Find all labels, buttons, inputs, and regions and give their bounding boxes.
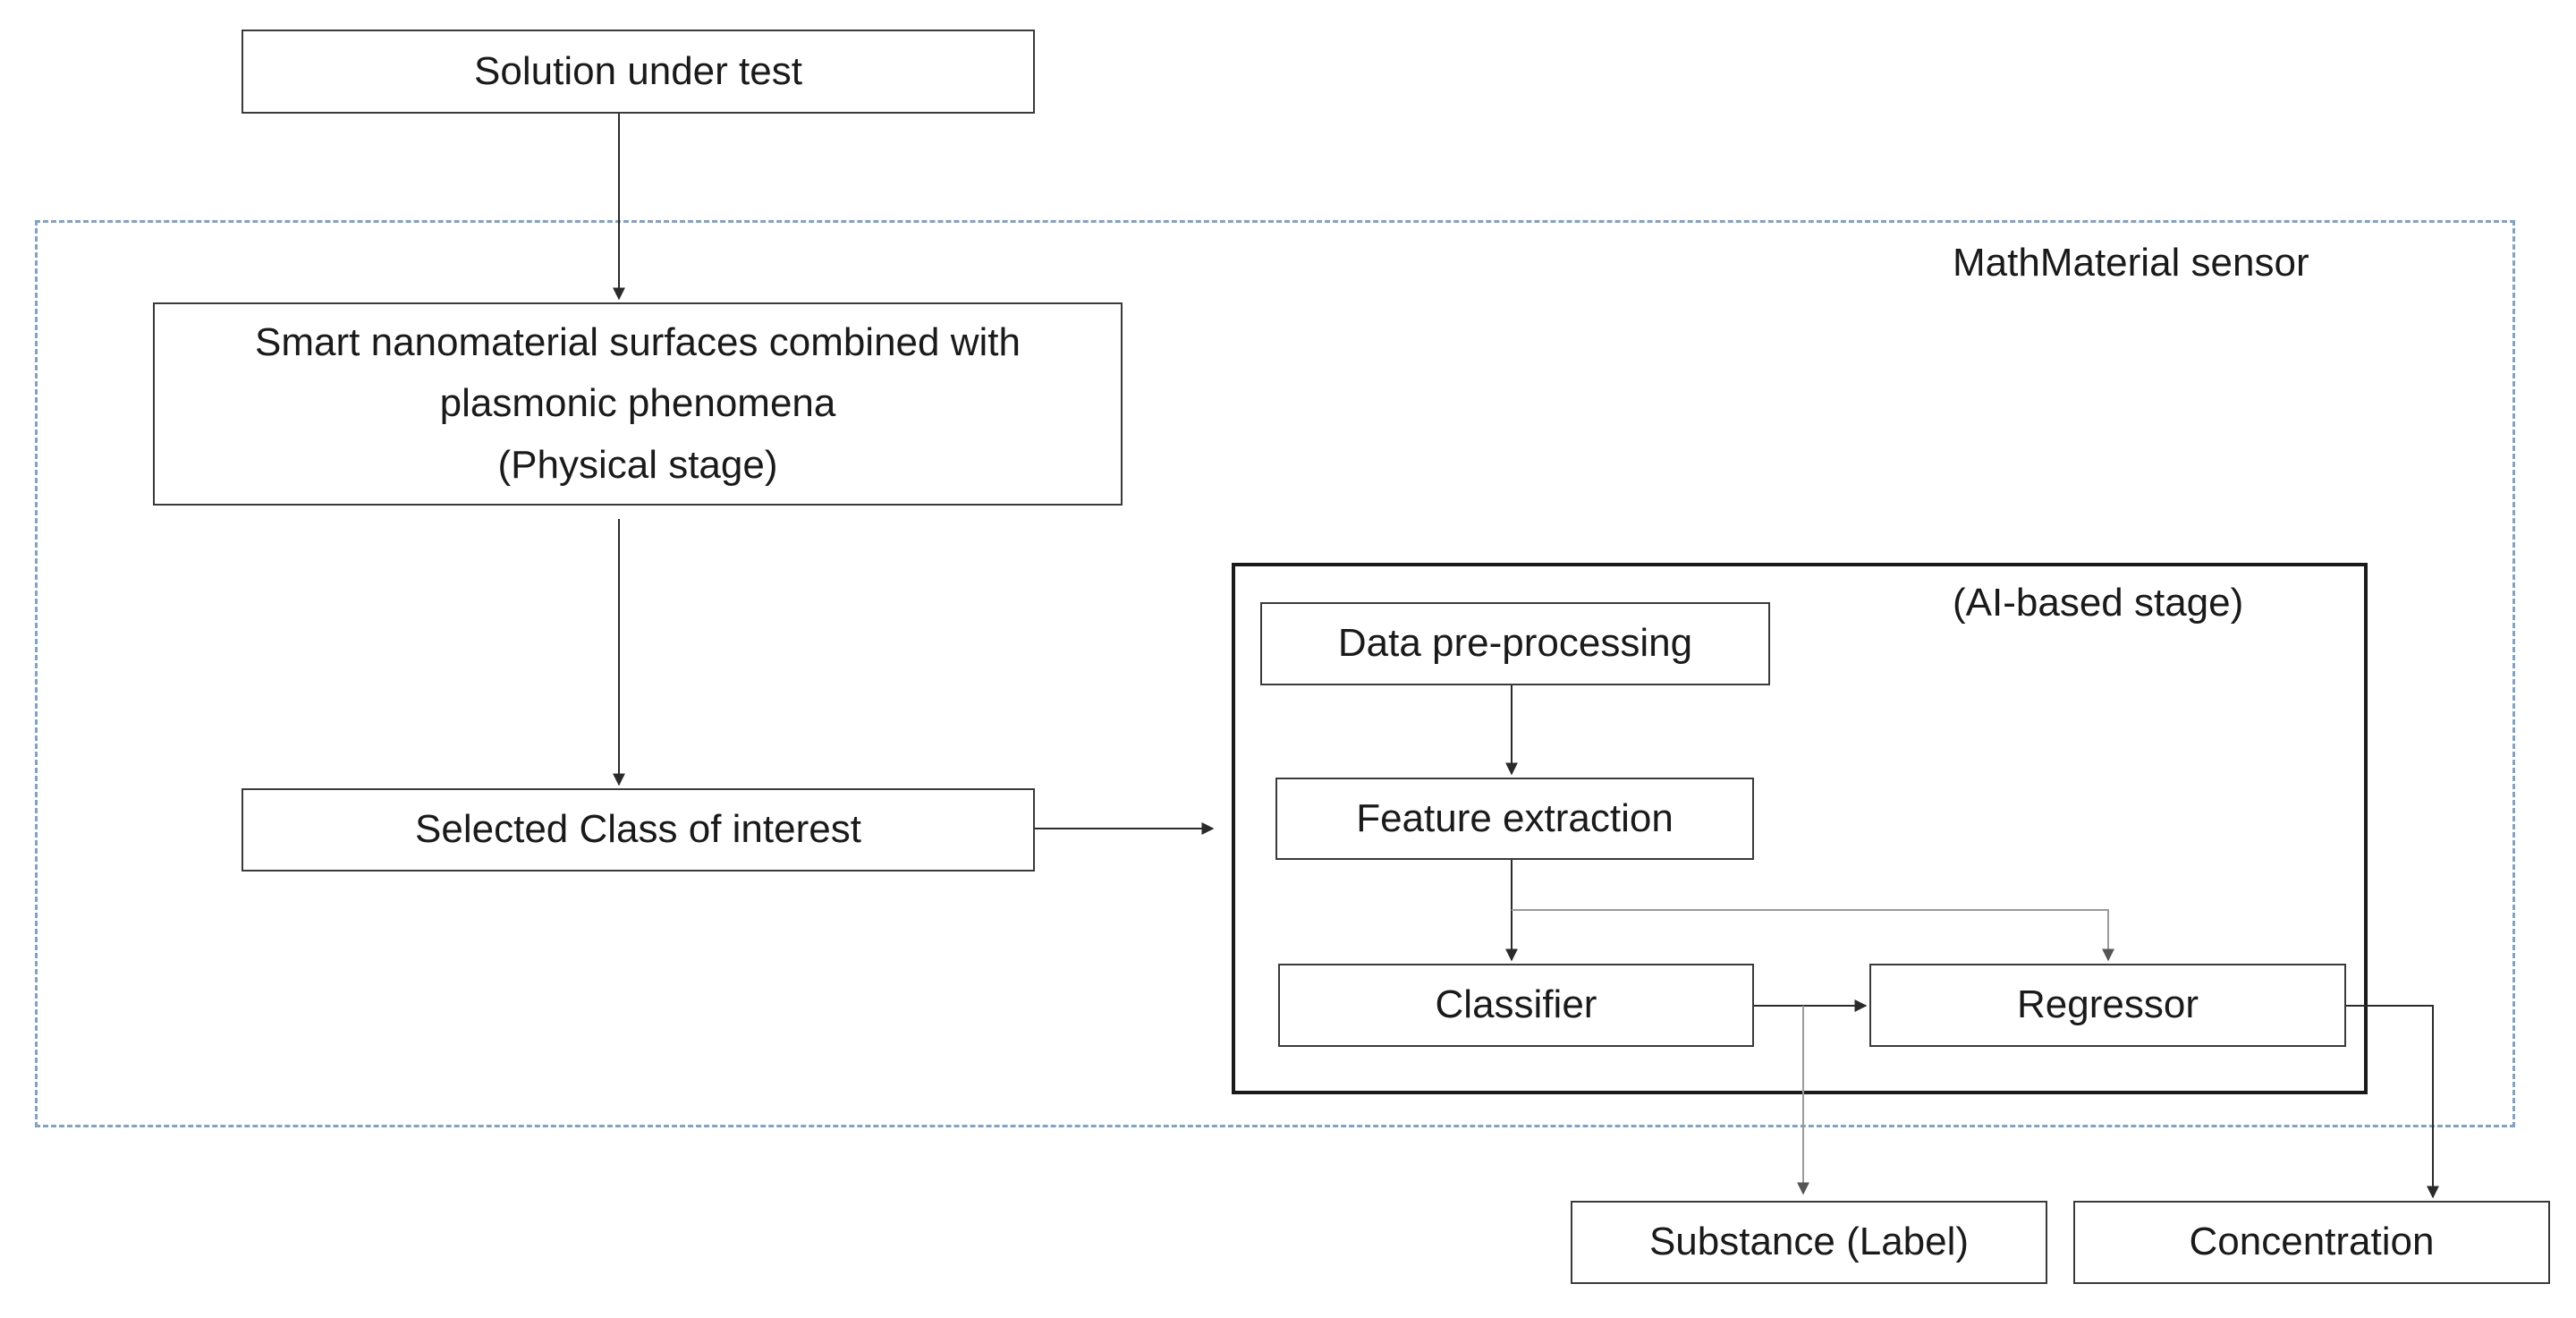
feature-extraction-label: Feature extraction	[1356, 795, 1674, 840]
concentration-label: Concentration	[2189, 1220, 2435, 1264]
selected-class-label: Selected Class of interest	[415, 807, 861, 852]
regressor-label: Regressor	[2017, 982, 2199, 1027]
physical-stage-line-3: (Physical stage)	[497, 442, 778, 487]
regressor-box: Regressor	[1869, 964, 2346, 1047]
mathmaterial-sensor-region	[35, 220, 2515, 1127]
ai-stage-label: (AI-based stage)	[1953, 581, 2244, 625]
selected-class-box: Selected Class of interest	[242, 788, 1035, 872]
classifier-label: Classifier	[1435, 982, 1597, 1027]
physical-stage-line-2: plasmonic phenomena	[439, 381, 836, 426]
physical-stage-box: Smart nanomaterial surfaces combined wit…	[153, 302, 1123, 506]
solution-under-test-box: Solution under test	[242, 30, 1035, 114]
physical-stage-line-1: Smart nanomaterial surfaces combined wit…	[255, 320, 1021, 365]
data-preprocessing-box: Data pre-processing	[1260, 602, 1770, 685]
substance-label-box: Substance (Label)	[1571, 1201, 2047, 1284]
data-preprocessing-label: Data pre-processing	[1337, 621, 1693, 666]
substance-label-text: Substance (Label)	[1648, 1220, 1970, 1264]
sensor-region-label: MathMaterial sensor	[1953, 241, 2309, 285]
feature-extraction-box: Feature extraction	[1275, 778, 1754, 860]
concentration-box: Concentration	[2073, 1201, 2550, 1284]
solution-under-test-label: Solution under test	[474, 48, 802, 93]
ai-stage-frame	[1232, 563, 2368, 1094]
classifier-box: Classifier	[1278, 964, 1754, 1047]
